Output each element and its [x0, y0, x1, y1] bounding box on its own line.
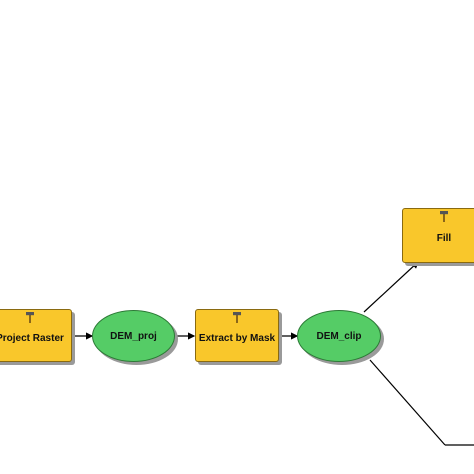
data-label: DEM_clip [316, 330, 362, 342]
hammer-icon [26, 312, 34, 323]
tool-project-raster[interactable]: Project Raster [0, 309, 72, 362]
tool-label: Extract by Mask [198, 333, 276, 344]
data-dem-proj[interactable]: DEM_proj [92, 310, 175, 362]
connector-dem-clip-offscreen[interactable] [369, 359, 446, 446]
tool-label: Project Raster [0, 333, 64, 344]
data-dem-clip[interactable]: DEM_clip [297, 310, 381, 362]
connector-dem-clip-to-fill[interactable] [363, 261, 419, 313]
hammer-icon [440, 211, 448, 222]
tool-label: Fill [436, 233, 452, 244]
tool-fill[interactable]: Fill [402, 208, 474, 263]
data-label: DEM_proj [110, 330, 157, 342]
tool-extract-by-mask[interactable]: Extract by Mask [195, 309, 279, 362]
hammer-icon [233, 312, 241, 323]
